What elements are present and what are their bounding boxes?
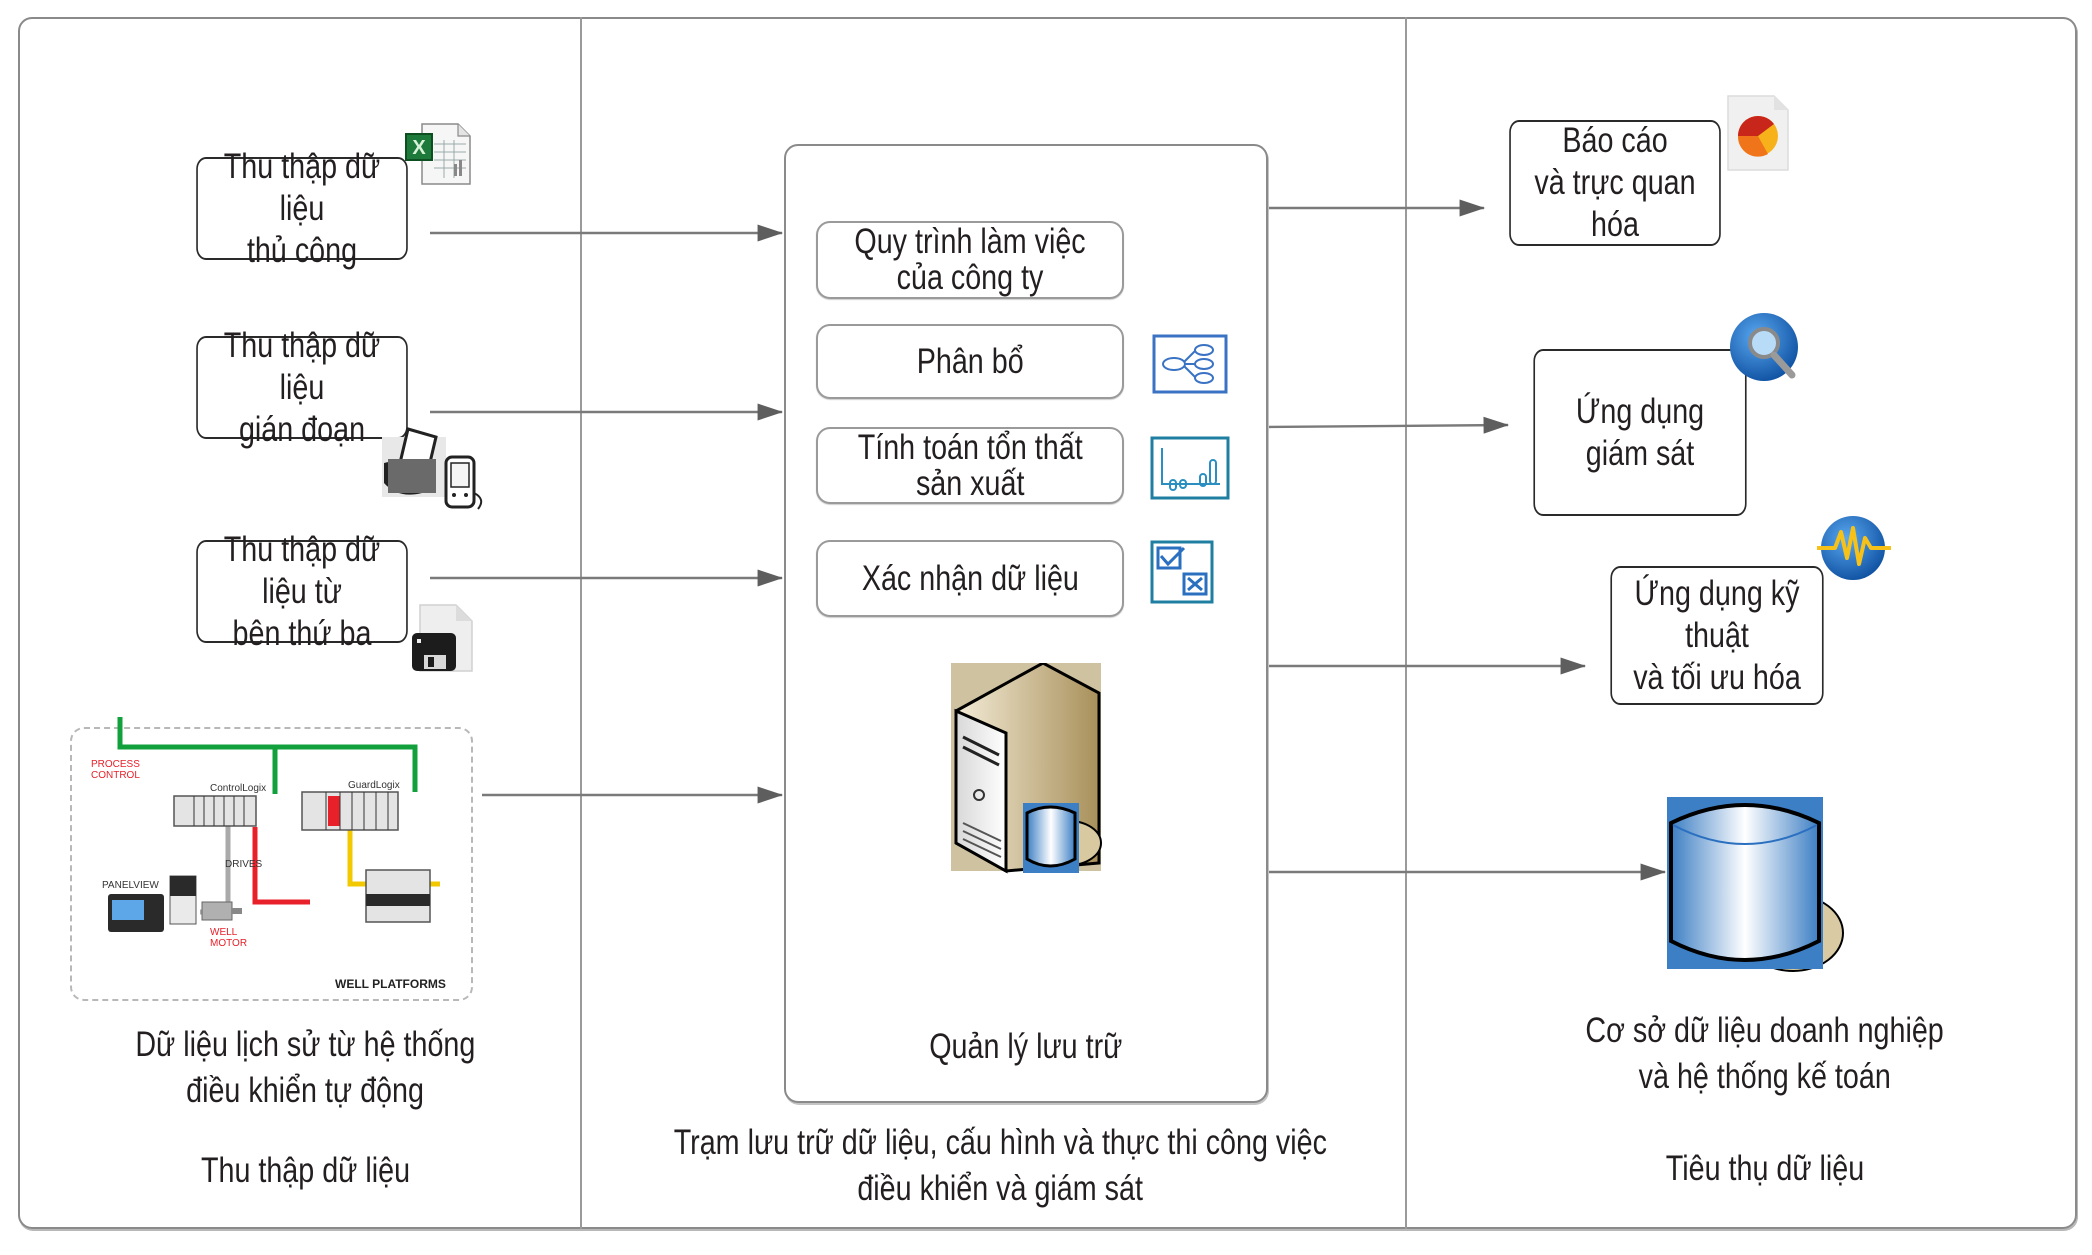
source-thirdparty-collection[interactable]: Thu thập dữ liệu từ bên thứ ba — [196, 530, 408, 653]
label-process-control-2: CONTROL — [91, 770, 140, 781]
server-storage-icon — [951, 663, 1102, 874]
function-data-validation[interactable]: Xác nhận dữ liệu — [816, 540, 1124, 617]
floppy-file-icon — [412, 604, 473, 672]
column-title-storage: Trạm lưu trữ dữ liệu, cấu hình và thực t… — [673, 1123, 1327, 1208]
source-intermittent-collection[interactable]: Thu thập dữ liệu gián đoạn — [196, 326, 408, 449]
distribution-tree-icon — [1152, 334, 1228, 394]
output-reports-visualization[interactable]: Báo cáo và trực quan hóa — [1509, 120, 1721, 246]
label-well-motor-2: MOTOR — [210, 938, 247, 949]
label-well-motor-1: WELL — [210, 927, 238, 938]
function-allocation[interactable]: Phân bổ — [816, 324, 1124, 399]
handheld-devices-icon — [382, 427, 483, 510]
label-well-platforms: WELL PLATFORMS — [335, 977, 446, 991]
column-title-consumption: Tiêu thụ dữ liệu — [1665, 1149, 1865, 1188]
magnifier-icon — [1730, 313, 1798, 381]
automation-history-label: Dữ liệu lịch sử từ hệ thống điều khiển t… — [134, 1025, 476, 1110]
column-divider-left — [580, 17, 582, 1229]
label-panelview: PANELVIEW — [102, 880, 159, 891]
column-divider-right — [1405, 17, 1407, 1229]
function-company-workflow[interactable]: Quy trình làm việc của công ty — [816, 221, 1124, 299]
diagram-frame — [18, 17, 2077, 1229]
column-title-collection: Thu thập dữ liệu — [200, 1151, 410, 1190]
automation-network-diagram: PROCESS CONTROL ControlLogix GuardLogix … — [91, 717, 446, 991]
checkbox-validation-icon — [1150, 540, 1214, 604]
storage-station-box — [784, 144, 1268, 1103]
output-engineering-optimization[interactable]: Ứng dụng kỹ thuật và tối ưu hóa — [1610, 566, 1824, 705]
excel-file-icon: X — [405, 123, 471, 185]
label-process-control-1: PROCESS — [91, 759, 140, 770]
waveform-icon — [1817, 516, 1891, 580]
label-controllogix: ControlLogix — [210, 783, 266, 794]
enterprise-database-icon — [1667, 797, 1844, 972]
source-manual-collection[interactable]: Thu thập dữ liệu thủ công — [196, 147, 408, 270]
function-production-loss[interactable]: Tính toán tổn thất sản xuất — [816, 427, 1124, 504]
automation-network-panel — [70, 727, 473, 1001]
arrow-storage-to-monitoring — [1267, 416, 1510, 434]
label-drives: DRIVES — [225, 859, 263, 870]
storage-management-label: Quản lý lưu trữ — [929, 1027, 1123, 1066]
pie-chart-report-icon — [1727, 95, 1789, 171]
bar-chart-icon — [1150, 436, 1230, 500]
output-monitoring-apps[interactable]: Ứng dụng giám sát — [1533, 349, 1747, 516]
label-guardlogix: GuardLogix — [348, 780, 400, 791]
enterprise-database-label: Cơ sở dữ liệu doanh nghiệp và hệ thống k… — [1585, 1011, 1945, 1096]
svg-text:X: X — [412, 137, 426, 159]
